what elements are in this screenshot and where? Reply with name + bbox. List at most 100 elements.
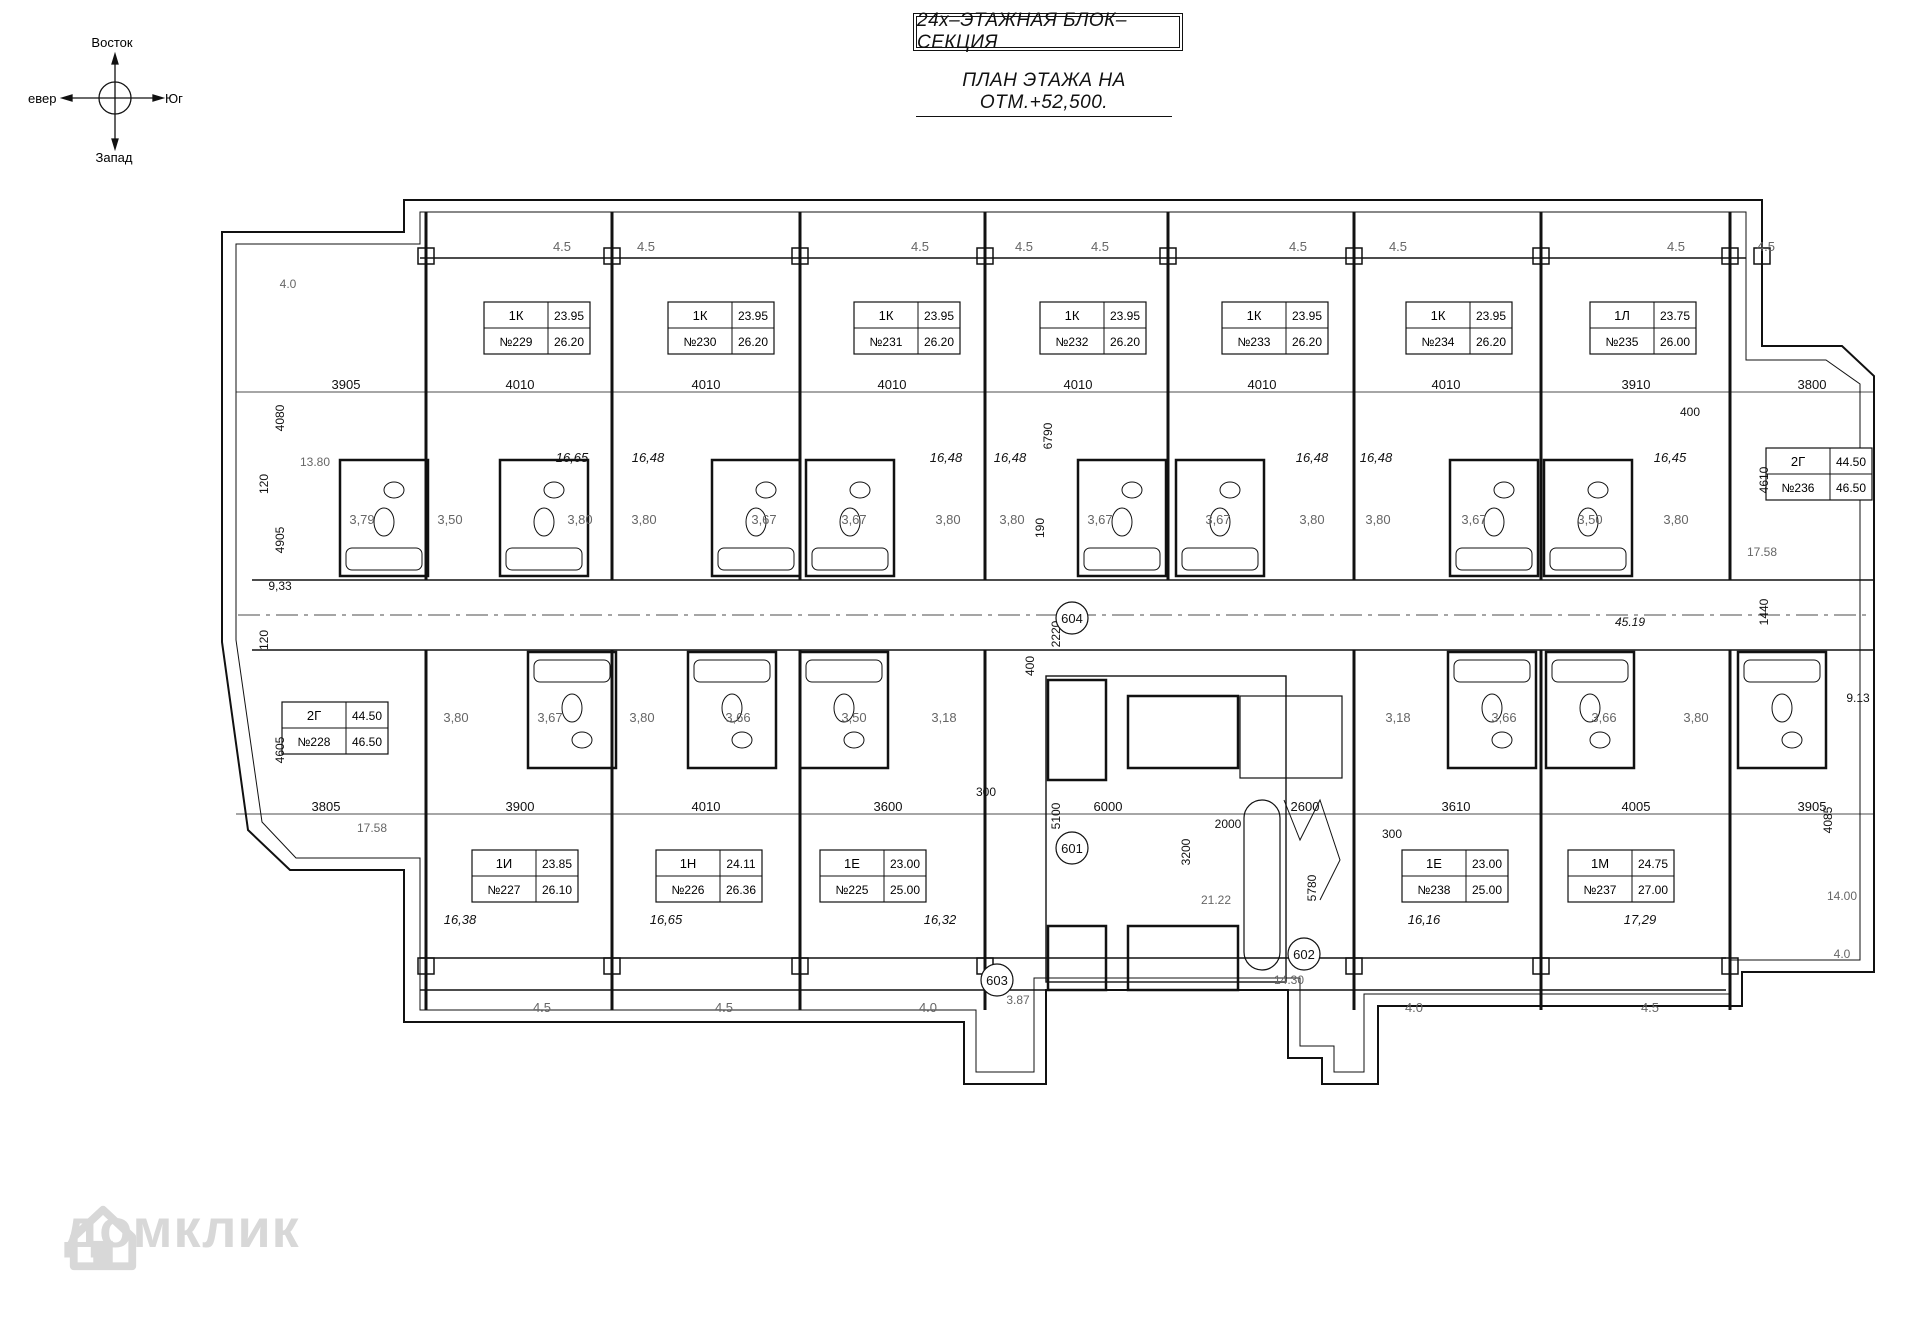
apartment-type: 1М bbox=[1591, 856, 1609, 871]
left-hall-area: 9,33 bbox=[268, 579, 292, 593]
sink-icon bbox=[533, 507, 555, 537]
bath-area-top: 3,80 bbox=[631, 512, 656, 527]
bath-area-top: 3,80 bbox=[935, 512, 960, 527]
apartment-type: 1К bbox=[879, 308, 894, 323]
apartment-number: №230 bbox=[684, 335, 717, 349]
apartment-number: №236 bbox=[1782, 481, 1815, 495]
bathtub-icon bbox=[1549, 547, 1627, 571]
bath-area-bottom: 3,80 bbox=[443, 710, 468, 725]
apartment-type: 1Л bbox=[1614, 308, 1630, 323]
dimension-top: 4010 bbox=[1064, 377, 1093, 392]
dimension-bottom: 3610 bbox=[1442, 799, 1471, 814]
tag-603: 603 bbox=[986, 973, 1008, 988]
dimension-top: 4010 bbox=[692, 377, 721, 392]
bath-area-bottom: 3,80 bbox=[629, 710, 654, 725]
apartment-type: 1Н bbox=[680, 856, 697, 871]
dimension-top: 4010 bbox=[878, 377, 907, 392]
tag-601: 601 bbox=[1061, 841, 1083, 856]
bathroom-wall bbox=[686, 650, 778, 770]
balcony-area-bottom: 4.0 bbox=[919, 1000, 937, 1015]
bath-area-bottom: 3,66 bbox=[1491, 710, 1516, 725]
dim-1440: 1440 bbox=[1757, 598, 1771, 625]
drawing-title: 24х–ЭТАЖНАЯ БЛОК–СЕКЦИЯ bbox=[913, 10, 1183, 53]
bath-area-top: 3,80 bbox=[1299, 512, 1324, 527]
balcony-area-top: 4.5 bbox=[911, 239, 929, 254]
apartment-total-area: 26.10 bbox=[542, 883, 572, 897]
apartment-number: №238 bbox=[1418, 883, 1451, 897]
sink-icon bbox=[1209, 507, 1231, 537]
dimension-bottom: 6000 bbox=[1094, 799, 1123, 814]
bathroom-wall bbox=[526, 650, 618, 770]
dimension-bottom: 4005 bbox=[1622, 799, 1651, 814]
dim-400a: 400 bbox=[1023, 656, 1037, 676]
area-3-87: 3.87 bbox=[1006, 993, 1030, 1007]
apartment-total-area: 25.00 bbox=[890, 883, 920, 897]
apartment-total-area: 26.20 bbox=[924, 335, 954, 349]
bath-area-bottom: 3,66 bbox=[725, 710, 750, 725]
room-area-top: 16,48 bbox=[994, 450, 1027, 465]
apartment-type: 1К bbox=[1431, 308, 1446, 323]
balcony-area-top: 4.5 bbox=[1015, 239, 1033, 254]
dim-300b: 300 bbox=[1382, 827, 1402, 841]
dim-5100: 5100 bbox=[1049, 802, 1063, 829]
apartment-living-area: 23.95 bbox=[1292, 309, 1322, 323]
apartment-number: №228 bbox=[298, 735, 331, 749]
apartment-living-area: 23.85 bbox=[542, 857, 572, 871]
bath-area-top: 3,50 bbox=[437, 512, 462, 527]
sink-icon bbox=[721, 693, 743, 723]
balcony-area-top: 4.5 bbox=[1389, 239, 1407, 254]
apartment-type: 1К bbox=[693, 308, 708, 323]
compass-west: евер bbox=[28, 91, 56, 106]
toilet-icon bbox=[1491, 731, 1513, 749]
loggia-4-0b: 4.0 bbox=[1834, 947, 1851, 961]
sink-icon bbox=[1483, 507, 1505, 537]
bathroom-wall bbox=[1736, 650, 1828, 770]
column bbox=[1532, 957, 1550, 975]
area-17-58a: 17.58 bbox=[1747, 545, 1777, 559]
bathroom-wall bbox=[804, 458, 896, 578]
corridor-area: 45.19 bbox=[1615, 615, 1645, 629]
apartment-number: №231 bbox=[870, 335, 903, 349]
dim-300a: 300 bbox=[976, 785, 996, 799]
column bbox=[1721, 247, 1739, 265]
apartment-total-area: 26.20 bbox=[1292, 335, 1322, 349]
bathroom-wall bbox=[1544, 650, 1636, 770]
bathroom-wall bbox=[338, 458, 430, 578]
balcony-area-top: 4.5 bbox=[553, 239, 571, 254]
balcony-area-bottom: 4.0 bbox=[1405, 1000, 1423, 1015]
column bbox=[1345, 957, 1363, 975]
area-13-80: 13.80 bbox=[300, 455, 330, 469]
apartment-total-area: 26.00 bbox=[1660, 335, 1690, 349]
apartment-living-area: 24.11 bbox=[726, 857, 755, 871]
apartment-number: №233 bbox=[1238, 335, 1271, 349]
apartment-living-area: 23.95 bbox=[554, 309, 584, 323]
bath-area-top: 3,67 bbox=[751, 512, 776, 527]
toilet-icon bbox=[383, 481, 405, 499]
apartment-total-area: 26.36 bbox=[726, 883, 756, 897]
toilet-icon bbox=[843, 731, 865, 749]
apartment-total-area: 27.00 bbox=[1638, 883, 1668, 897]
apartment-type: 1И bbox=[496, 856, 513, 871]
column bbox=[791, 957, 809, 975]
bathroom-wall bbox=[798, 650, 890, 770]
bath-area-top: 3,80 bbox=[999, 512, 1024, 527]
column bbox=[791, 247, 809, 265]
sink-icon bbox=[833, 693, 855, 723]
apartment-living-area: 23.95 bbox=[738, 309, 768, 323]
dimension-top: 3905 bbox=[332, 377, 361, 392]
bath-area-top: 3,50 bbox=[1577, 512, 1602, 527]
toilet-icon bbox=[731, 731, 753, 749]
apartment-number: №234 bbox=[1422, 335, 1455, 349]
apartment-total-area: 26.20 bbox=[738, 335, 768, 349]
column bbox=[417, 957, 435, 975]
